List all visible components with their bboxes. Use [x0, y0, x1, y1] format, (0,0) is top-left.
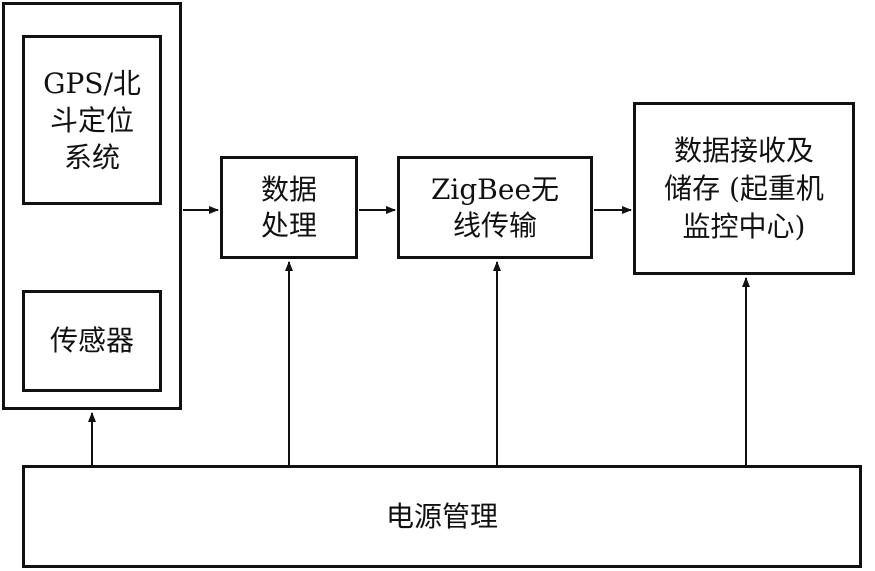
data-processing-box — [220, 156, 358, 259]
data-processing-label: 数据 处理 — [260, 172, 317, 242]
power-management-box — [22, 465, 862, 568]
sensor-box — [22, 290, 162, 392]
gps-beidou-box — [22, 35, 162, 205]
zigbee-box — [397, 156, 593, 259]
sensor-label: 传感器 — [49, 324, 134, 357]
zigbee-label: ZigBee无 线传输 — [430, 172, 560, 242]
receiver-monitoring-box — [633, 102, 855, 275]
power-management-label: 电源管理 — [385, 499, 498, 533]
gps-beidou-label: GPS/北 斗定位 系统 — [43, 66, 141, 174]
receiver-monitoring-label: 数据接收及 储存 (起重机 监控中心) — [664, 133, 824, 243]
